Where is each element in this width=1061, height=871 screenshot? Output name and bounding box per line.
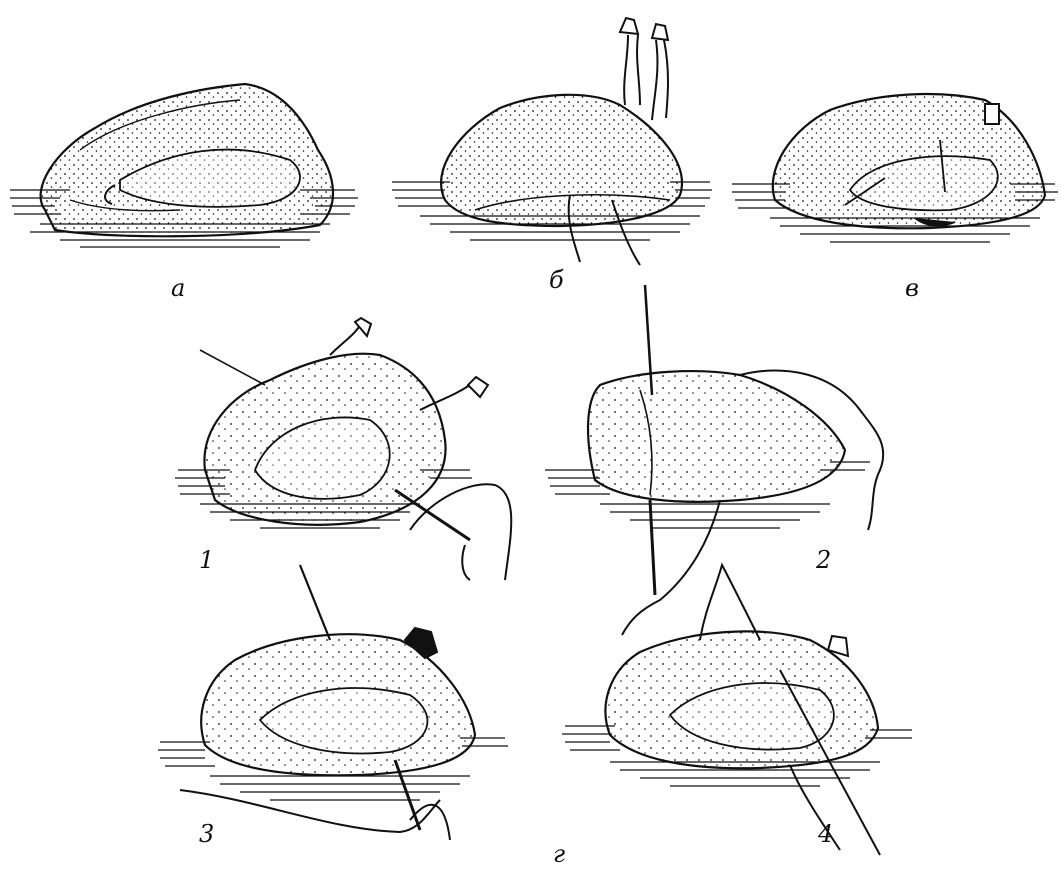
label-b: б	[549, 268, 564, 292]
label-step-1: 1	[199, 548, 214, 572]
figure-step3-bird	[158, 565, 508, 840]
figure-v-bird	[732, 94, 1058, 242]
figure-b-bird	[392, 18, 712, 265]
label-step-3: 3	[199, 822, 214, 846]
label-v: в	[905, 276, 919, 300]
label-a: а	[171, 276, 185, 300]
label-step-4: 4	[818, 822, 833, 846]
figure-step4-bird	[562, 565, 912, 855]
label-step-2: 2	[816, 548, 831, 572]
figure-a-bird	[10, 84, 358, 247]
figure-step2-bird	[545, 285, 883, 635]
label-g: г	[553, 842, 565, 866]
figure-step1-bird	[175, 318, 511, 580]
